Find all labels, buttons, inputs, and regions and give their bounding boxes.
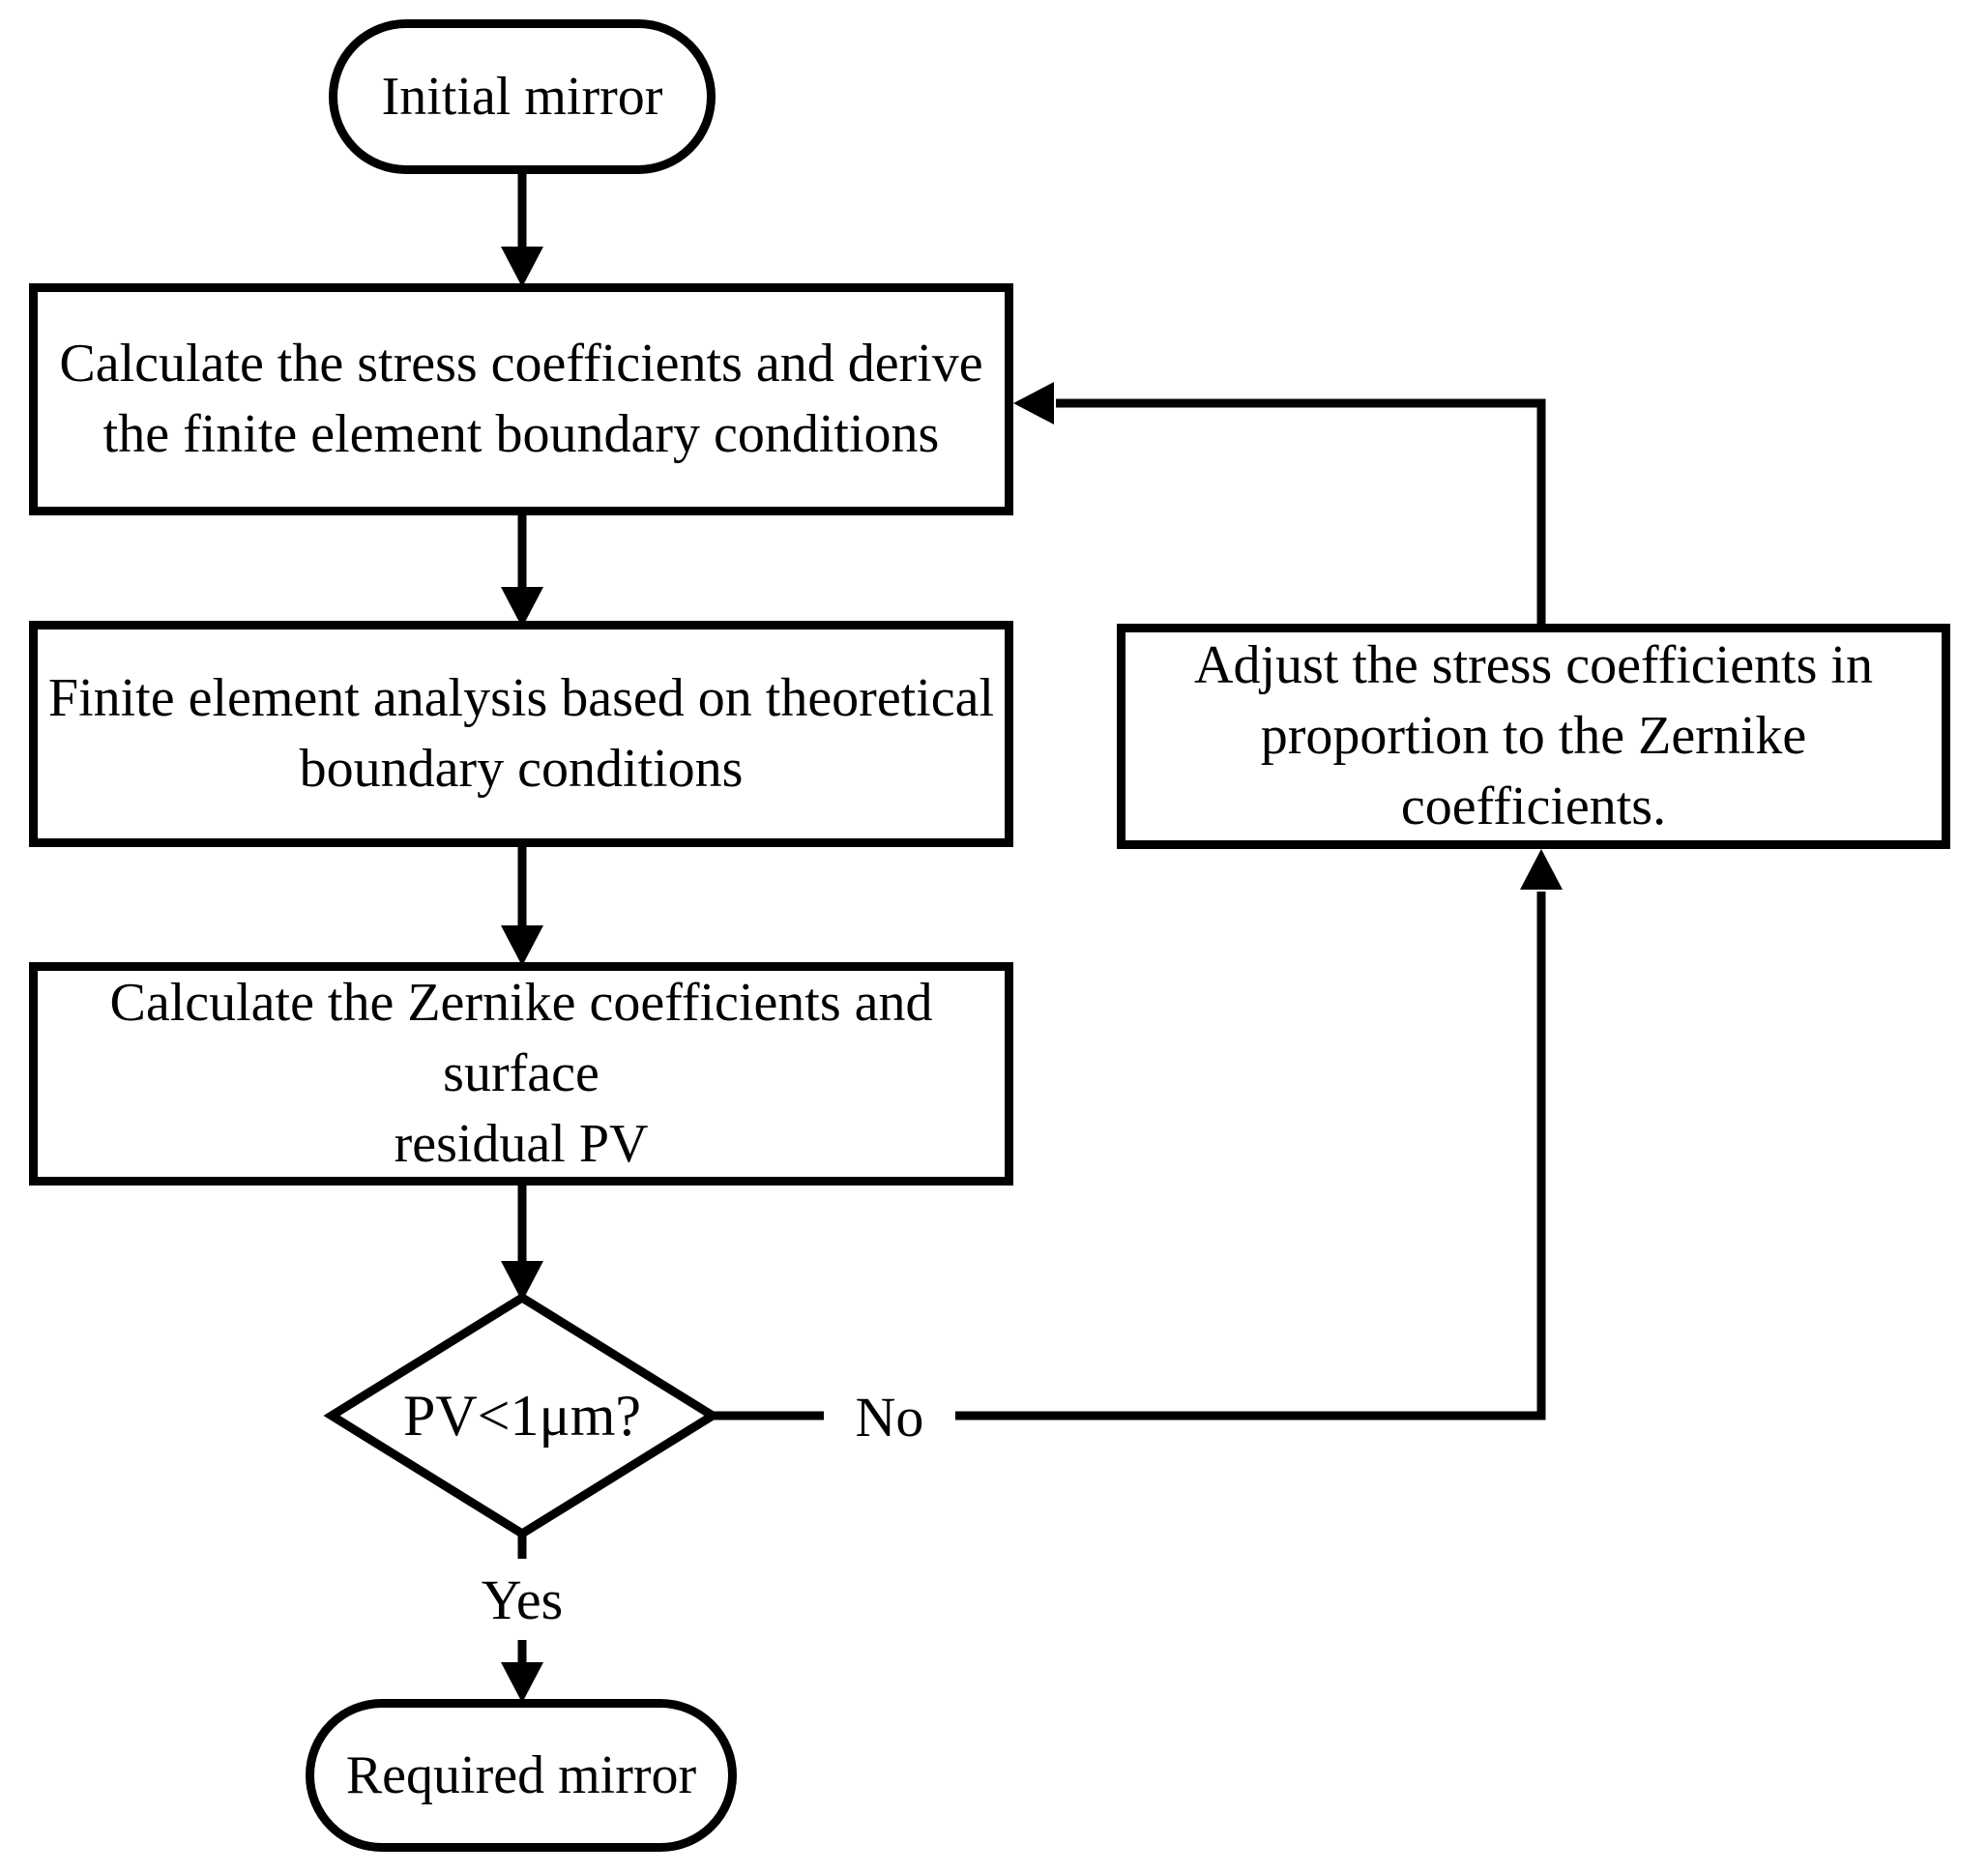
node-calculate-zernike-coefficients: Calculate the Zernike coefficients and s… xyxy=(29,962,1013,1186)
node-finite-element-analysis-label: Finite element analysis based on theoret… xyxy=(47,668,995,799)
node-calculate-stress-coefficients-label: Calculate the stress coefficients and de… xyxy=(59,334,983,464)
node-required-mirror: Required mirror xyxy=(306,1699,737,1852)
arrowhead-into-calc xyxy=(501,247,543,287)
arrowhead-into-required xyxy=(501,1662,543,1703)
node-initial-mirror-label: Initial mirror xyxy=(381,66,663,127)
arrowhead-into-fea xyxy=(501,587,543,628)
arrowhead-into-decision xyxy=(501,1261,543,1302)
edge-label-yes: Yes xyxy=(447,1559,598,1640)
node-initial-mirror: Initial mirror xyxy=(329,19,716,174)
node-calculate-zernike-coefficients-label: Calculate the Zernike coefficients and s… xyxy=(109,973,933,1174)
node-adjust-stress-coefficients: Adjust the stress coefficients in propor… xyxy=(1117,624,1950,849)
arrowhead-into-zernike xyxy=(501,925,543,966)
node-pv-decision-label: PV<1μm? xyxy=(402,1384,641,1448)
arrowhead-into-calc-right xyxy=(1013,382,1054,425)
edge-label-no: No xyxy=(824,1376,955,1457)
arrow-no-line xyxy=(709,892,1546,1420)
node-pv-decision: PV<1μm? xyxy=(332,1354,713,1478)
node-adjust-stress-coefficients-label: Adjust the stress coefficients in propor… xyxy=(1194,635,1873,836)
arrow-feedback-line xyxy=(1056,398,1546,628)
arrowhead-into-adjust xyxy=(1520,849,1563,890)
node-calculate-stress-coefficients: Calculate the stress coefficients and de… xyxy=(29,283,1013,515)
decision-diamond-shape xyxy=(323,1292,721,1539)
node-finite-element-analysis: Finite element analysis based on theoret… xyxy=(29,621,1013,847)
node-required-mirror-label: Required mirror xyxy=(345,1744,697,1805)
